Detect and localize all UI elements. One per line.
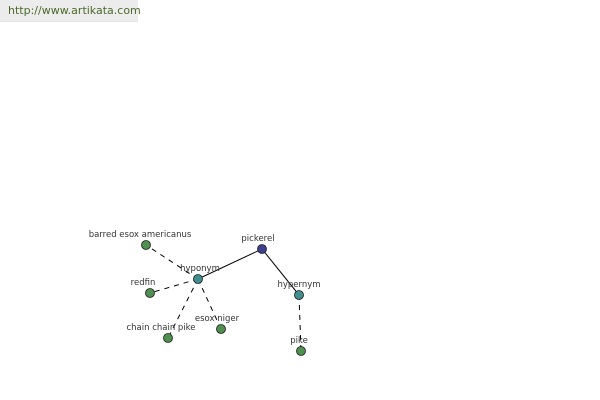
- url-banner: http://www.artikata.com: [0, 0, 141, 22]
- node-label-pickerel[interactable]: pickerel: [241, 234, 274, 244]
- nodes-layer: [141, 240, 306, 356]
- node-redfin[interactable]: [145, 288, 155, 298]
- node-label-hypernym[interactable]: hypernym: [277, 280, 320, 290]
- node-pickerel[interactable]: [257, 244, 267, 254]
- node-label-redfin[interactable]: redfin: [131, 278, 156, 288]
- edges-layer: [145, 244, 302, 352]
- node-hyponym[interactable]: [193, 274, 203, 284]
- node-niger[interactable]: [216, 324, 226, 334]
- node-label-niger[interactable]: esox niger: [195, 314, 240, 324]
- site-url-link[interactable]: http://www.artikata.com: [8, 4, 141, 17]
- node-label-chain[interactable]: chain chain pike: [126, 323, 195, 333]
- edge-hyponym-barred: [145, 244, 199, 280]
- labels-layer: pickerel hyponym hypernym barred esox ameri…: [89, 230, 321, 346]
- node-barred[interactable]: [141, 240, 151, 250]
- node-label-pike[interactable]: pike: [290, 336, 308, 346]
- edge-hyponym-chain: [167, 278, 199, 339]
- edge-pickerel-hyponym: [197, 248, 263, 280]
- edge-pickerel-hypernym: [261, 248, 300, 296]
- node-chain[interactable]: [163, 333, 173, 343]
- edge-hyponym-redfin: [149, 278, 199, 294]
- node-hypernym[interactable]: [294, 290, 304, 300]
- node-pike[interactable]: [296, 346, 306, 356]
- node-label-hyponym[interactable]: hyponym: [180, 264, 220, 274]
- node-label-barred[interactable]: barred esox americanus: [89, 230, 192, 240]
